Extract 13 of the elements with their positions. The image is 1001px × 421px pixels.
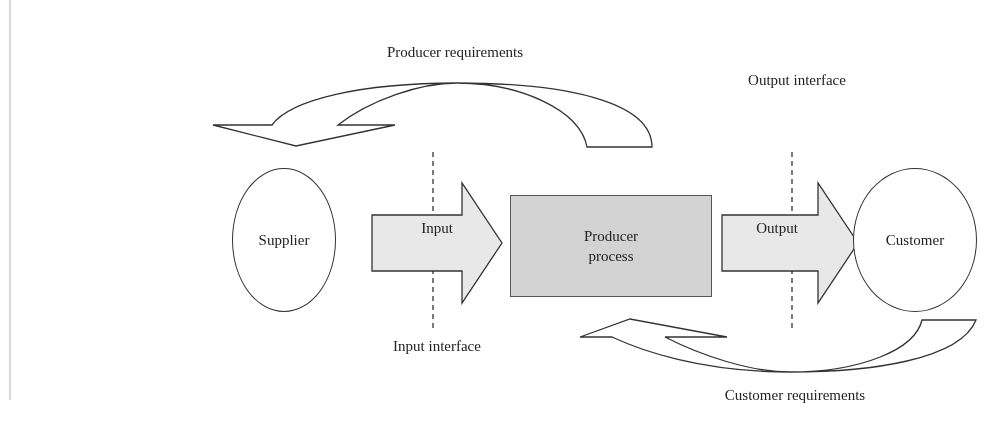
block-arrow [212, 82, 653, 148]
edge-label: Output [756, 219, 798, 237]
edge-label: Producer requirements [386, 43, 524, 61]
node-label: Supplier [258, 230, 310, 250]
interface-label: Output interface [748, 71, 846, 89]
process-box [510, 195, 712, 297]
edge-label: Customer requirements [724, 386, 866, 404]
node-label: Producer process [582, 226, 640, 266]
interface-label: Input interface [393, 337, 481, 355]
node-label: Customer [885, 230, 945, 250]
block-arrow [579, 318, 977, 373]
block-arrow [371, 180, 503, 306]
edge-label: Input [421, 219, 453, 237]
